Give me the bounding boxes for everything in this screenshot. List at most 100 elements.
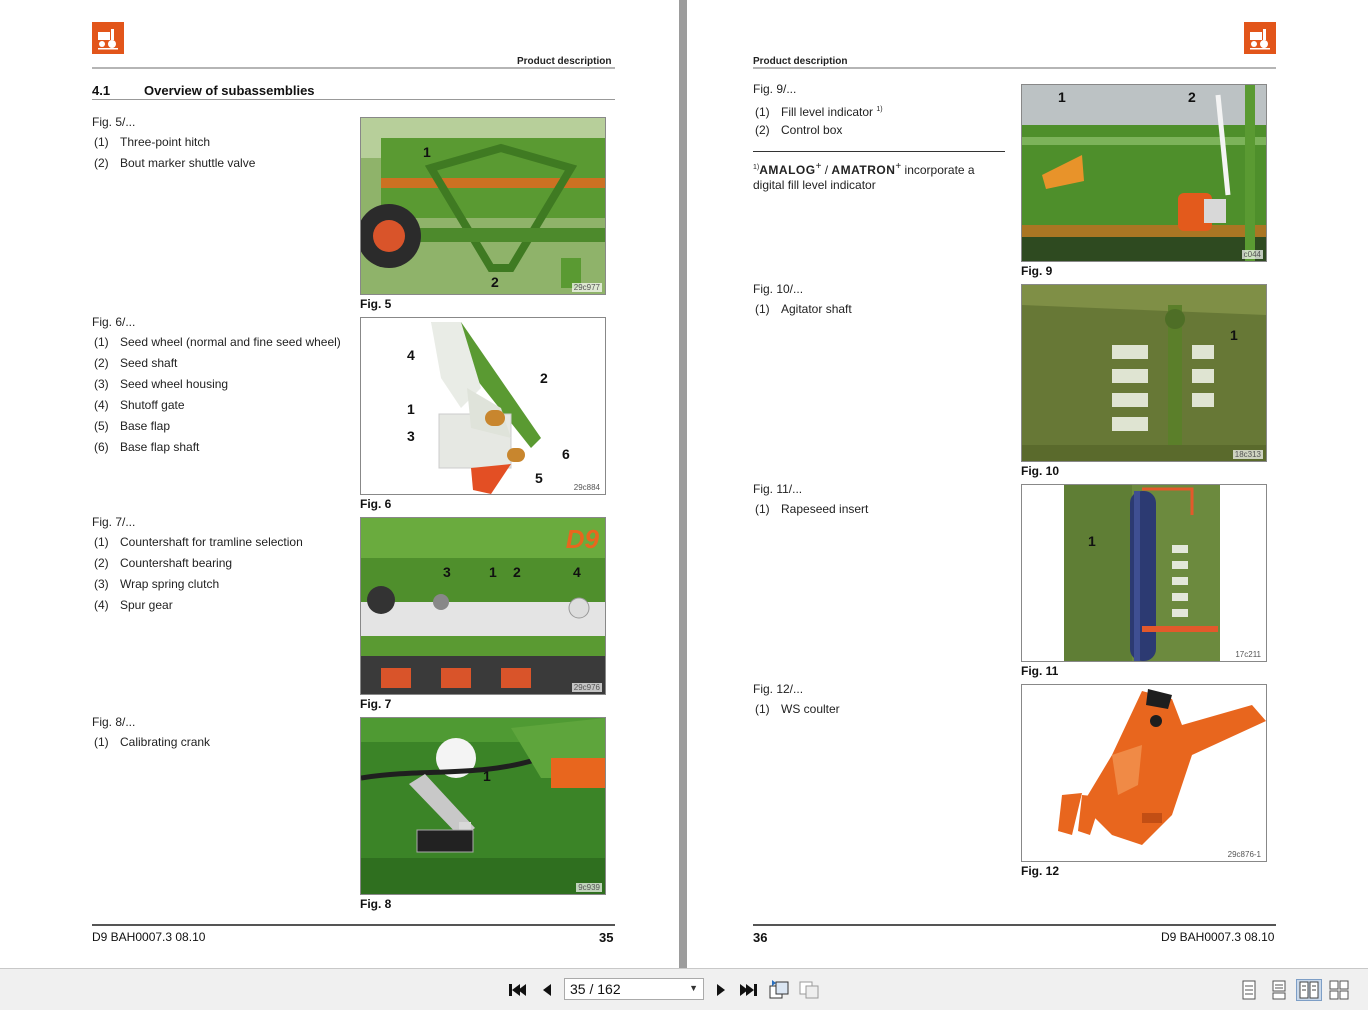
header-rule <box>753 67 1276 69</box>
list-item: (1)Calibrating crank <box>94 735 211 749</box>
callout-1: 1 <box>1058 89 1066 105</box>
list-item: (2)Countershaft bearing <box>94 556 233 570</box>
fig5-legend: (1)Three-point hitch (2)Bout marker shut… <box>94 132 255 174</box>
fig7-photo: D9 3 1 2 4 29c976 <box>360 517 606 695</box>
footer-doc: D9 BAH0007.3 08.10 <box>1161 930 1275 944</box>
fig12-caption: Fig. 12 <box>1021 864 1060 878</box>
callout-1: 1 <box>423 144 431 160</box>
photo-code: 29c876-1 <box>1225 850 1263 859</box>
list-item: (1)Countershaft for tramline selection <box>94 535 303 549</box>
fig8-photo: 1 9c939 <box>360 717 606 895</box>
fig7-ref: Fig. 7/... <box>92 515 136 529</box>
fig11-legend: (1)Rapeseed insert <box>755 499 868 520</box>
continuous-view-button[interactable] <box>1268 979 1290 1001</box>
fig6-legend: (1)Seed wheel (normal and fine seed whee… <box>94 332 341 458</box>
photo-code: 29c884 <box>571 483 602 492</box>
two-page-icon <box>1299 981 1319 999</box>
rotate-button[interactable] <box>768 979 790 1001</box>
callout-5: 5 <box>535 470 543 486</box>
fig10-caption: Fig. 10 <box>1021 464 1060 478</box>
callout-4: 4 <box>573 564 581 580</box>
logo-mark-icon <box>98 29 118 50</box>
fig11-caption: Fig. 11 <box>1021 664 1059 678</box>
footnote: 1)AMALOG+ / AMATRON+ incorporate a digit… <box>753 161 975 192</box>
last-page-button[interactable] <box>738 979 760 1001</box>
page-number: 35 <box>599 930 614 945</box>
photo-code: 29c976 <box>571 683 602 692</box>
photo-code: 29c977 <box>571 283 602 292</box>
fig6-ref: Fig. 6/... <box>92 315 136 329</box>
callout-1: 1 <box>407 401 415 417</box>
section-heading: Overview of subassemblies <box>144 83 315 98</box>
callout-6: 6 <box>562 446 570 462</box>
callout-2: 2 <box>491 274 499 290</box>
list-item: (6)Base flap shaft <box>94 440 200 454</box>
amazone-logo <box>92 22 124 54</box>
photo-code: 17c211 <box>1233 650 1263 659</box>
list-item: (1)Rapeseed insert <box>755 502 869 516</box>
fig9-ref: Fig. 9/... <box>753 82 797 96</box>
fig12-photo: 29c876-1 <box>1021 684 1267 862</box>
fig9-photo: 1 2 c044 <box>1021 84 1267 262</box>
list-item: (4)Spur gear <box>94 598 173 612</box>
brand-amalog: AMALOG <box>759 163 816 177</box>
last-page-icon <box>740 984 757 996</box>
callout-2: 2 <box>513 564 521 580</box>
machine-badge: D9 <box>565 524 599 554</box>
callout-1: 1 <box>1230 327 1238 343</box>
first-page-icon <box>509 984 526 996</box>
chevron-down-icon[interactable]: ▼ <box>689 983 698 993</box>
page-total: 162 <box>597 981 621 997</box>
fig12-legend: (1)WS coulter <box>755 699 840 720</box>
prev-page-icon <box>543 984 551 996</box>
list-item: (5)Base flap <box>94 419 171 433</box>
extract-button[interactable] <box>798 979 820 1001</box>
fig5-ref: Fig. 5/... <box>92 115 136 129</box>
callout-2: 2 <box>1188 89 1196 105</box>
first-page-button[interactable] <box>506 979 528 1001</box>
callout-4: 4 <box>407 347 415 363</box>
fig8-ref: Fig. 8/... <box>92 715 136 729</box>
footer-rule <box>753 924 1276 926</box>
callout-1: 1 <box>1088 533 1096 549</box>
fig10-legend: (1)Agitator shaft <box>755 299 852 320</box>
fig6-drawing: 4 2 1 3 6 5 29c884 <box>360 317 606 495</box>
page-number-field[interactable]: 35 / 162 ▼ <box>564 978 704 1000</box>
header-rule <box>92 67 615 69</box>
single-page-icon <box>1242 980 1256 1000</box>
next-page-button[interactable] <box>710 979 732 1001</box>
photo-code: 18c313 <box>1232 450 1263 459</box>
prev-page-button[interactable] <box>536 979 558 1001</box>
list-item: (2)Bout marker shuttle valve <box>94 156 256 170</box>
page-gutter <box>679 0 687 968</box>
list-item: (4)Shutoff gate <box>94 398 185 412</box>
logo-mark-icon <box>1250 29 1270 50</box>
fig5-photo: 1 2 29c977 <box>360 117 606 295</box>
callout-1: 1 <box>489 564 497 580</box>
next-page-icon <box>717 984 725 996</box>
two-page-view-button[interactable] <box>1296 979 1322 1001</box>
fig9-caption: Fig. 9 <box>1021 264 1053 278</box>
fig10-photo: 1 18c313 <box>1021 284 1267 462</box>
note-rule <box>753 151 1005 152</box>
fig12-ref: Fig. 12/... <box>753 682 804 696</box>
brand-amatron: AMATRON <box>831 163 896 177</box>
continuous-icon <box>1272 980 1286 1000</box>
list-item: (3)Wrap spring clutch <box>94 577 220 591</box>
page-current: 35 <box>570 981 586 997</box>
two-page-continuous-view-button[interactable] <box>1328 979 1350 1001</box>
list-item: (3)Seed wheel housing <box>94 377 229 391</box>
fig9-legend: (1)Fill level indicator 1) (2)Control bo… <box>755 99 883 141</box>
amazone-logo <box>1244 22 1276 54</box>
fig8-legend: (1)Calibrating crank <box>94 732 210 753</box>
callout-2: 2 <box>540 370 548 386</box>
extract-icon <box>799 981 819 999</box>
single-page-view-button[interactable] <box>1238 979 1260 1001</box>
fig7-caption: Fig. 7 <box>360 697 392 711</box>
footer-rule <box>92 924 615 926</box>
two-page-continuous-icon <box>1329 980 1349 1000</box>
right-page: Product description Fig. 9/... (1)Fill l… <box>687 0 1368 968</box>
list-item: (2)Control box <box>755 123 843 137</box>
